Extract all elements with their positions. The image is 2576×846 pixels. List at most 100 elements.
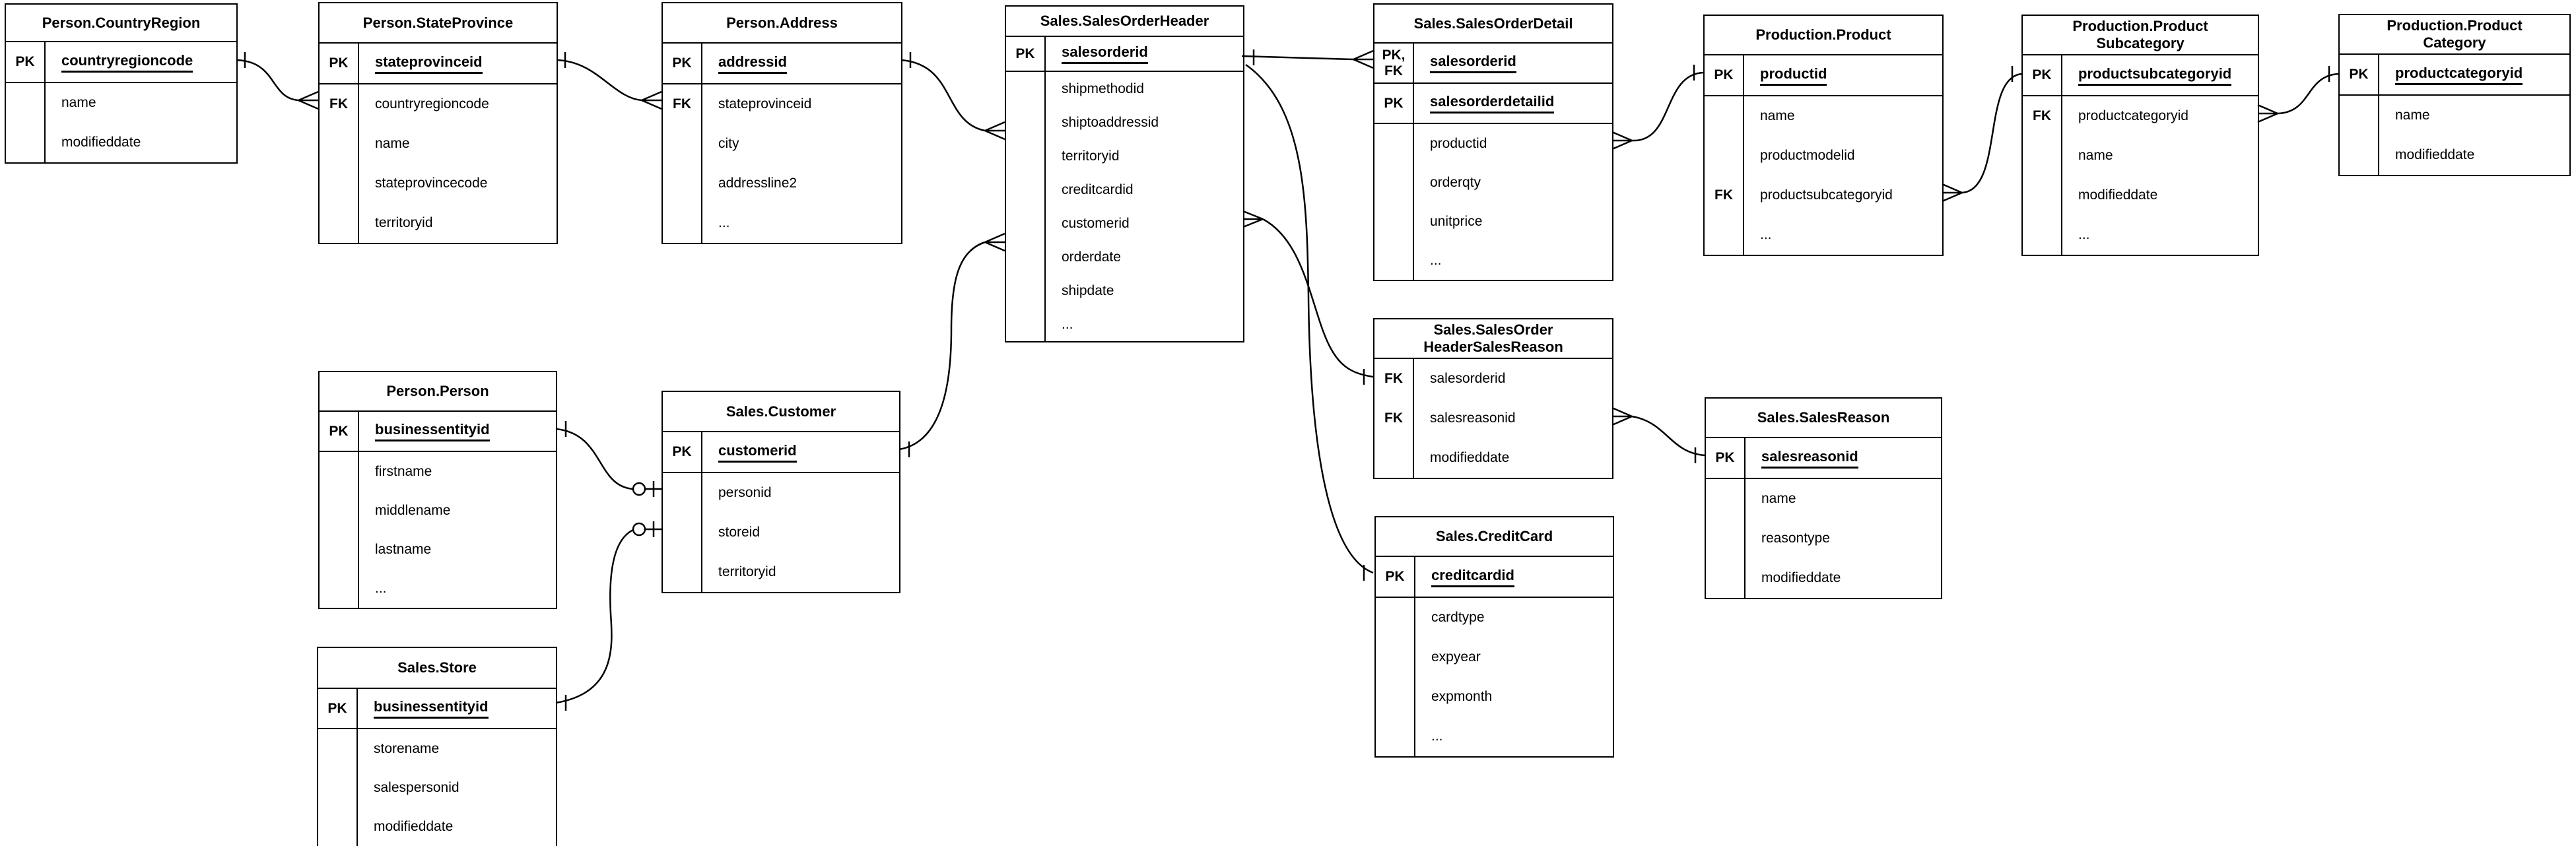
key-label [318,729,358,768]
key-label: PK [320,412,359,451]
field-name: territoryid [718,564,776,579]
key-label [1376,637,1415,677]
field-row: name [6,83,236,123]
field-name: addressid [718,53,787,74]
field-name: firstname [375,463,432,479]
field-name: modifieddate [61,135,141,150]
field-row: ... [1376,717,1613,756]
field-row: name [1705,96,1942,136]
key-label [1376,598,1415,637]
key-label [1374,438,1414,478]
key-label: PK, FK [1374,44,1414,82]
field-row: name [2023,136,2258,176]
field-name: territoryid [1062,148,1120,164]
key-label: PK [1706,438,1746,478]
field-row: expmonth [1376,677,1613,717]
field-row: PK, FK salesorderid [1374,44,1612,82]
field-row: ... [1006,308,1243,341]
field-name: middlename [375,502,451,518]
field-row: orderdate [1006,240,1243,274]
field-row: name [2340,96,2569,135]
field-row: modifieddate [318,807,556,846]
field-name: salesorderid [1430,53,1516,73]
field-name: productsubcategoryid [2078,65,2232,86]
key-label [320,124,359,164]
field-name: productcategoryid [2078,108,2188,123]
field-name: name [375,136,410,151]
field-section: name modifieddate [6,82,236,162]
rel-customer-salesorderheader [898,232,1005,457]
key-label [1006,72,1046,106]
key-label [320,164,359,203]
key-label [1374,202,1414,241]
key-label: FK [2023,96,2062,136]
field-name: lastname [375,541,432,557]
field-row: ... [1705,215,1942,255]
field-name: modifieddate [1761,570,1841,585]
field-name: creditcardid [1062,181,1134,197]
rel-productsubcategory-productcategory [2257,66,2339,123]
field-name: reasontype [1761,531,1830,546]
entity-title: Person.CountryRegion [6,5,236,42]
field-row: cardtype [1376,598,1613,637]
field-name: stateprovinceid [375,53,483,74]
field-row: storeid [663,513,899,552]
field-name: customerid [718,442,797,463]
key-label [2023,176,2062,215]
field-row: PK customerid [663,432,899,472]
field-name: name [1760,108,1795,123]
rel-product-productsubcategory [1942,66,2022,203]
field-name: ... [1062,316,1073,332]
field-row: territoryid [320,203,557,243]
entity-title: Sales.SalesOrderDetail [1374,5,1612,44]
field-name: addressline2 [718,176,797,191]
rel-salesorderheader-creditcard [1245,63,1374,581]
field-row: addressline2 [663,164,901,203]
field-name: ... [2078,227,2090,242]
field-name: salesreasonid [1761,448,1858,469]
field-row: firstname [320,452,556,491]
key-label [1706,558,1746,598]
field-row: modifieddate [2023,176,2258,215]
field-row: unitprice [1374,202,1612,241]
key-label [2023,215,2062,255]
entity-title: Person.StateProvince [320,3,557,44]
key-label: PK [663,432,702,472]
entity-sales-salesorderdetail[interactable]: Sales.SalesOrderDetail PK, FK salesorderi… [1373,3,1613,281]
key-label [1706,479,1746,519]
rel-stateprovince-address [556,52,662,110]
rel-salesorderdetail-product [1611,65,1704,150]
